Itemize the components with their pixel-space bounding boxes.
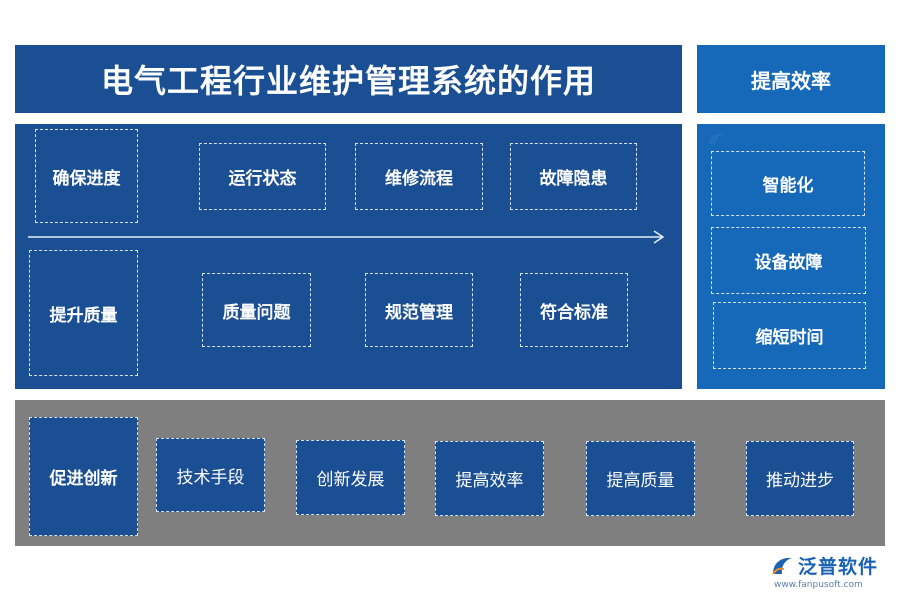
bottom-item-box: 技术手段 (156, 438, 265, 512)
diagram-title: 电气工程行业维护管理系统的作用 (100, 62, 596, 100)
bottom-label-box: 促进创新 (29, 417, 138, 536)
side-item-box: 智能化 (711, 151, 865, 216)
row1-item-box: 故障隐患 (510, 143, 637, 210)
bottom-item-box: 提高质量 (586, 441, 695, 516)
logo-url: www.fanpusoft.com (774, 580, 863, 590)
row2-item-box: 规范管理 (365, 273, 473, 347)
bottom-item-box: 提高效率 (435, 441, 544, 516)
side-item-box: 设备故障 (711, 227, 866, 294)
row1-item-box: 维修流程 (355, 143, 483, 210)
brand-logo: 泛普软件 www.fanpusoft.com (770, 552, 892, 596)
bottom-item-box: 创新发展 (296, 440, 405, 515)
side-item-box: 缩短时间 (713, 302, 866, 369)
bottom-item-box: 推动进步 (746, 441, 854, 516)
logo-icon (772, 557, 792, 575)
row2-label-box: 提升质量 (29, 250, 138, 376)
logo-name: 泛普软件 (798, 556, 879, 578)
side-header: 提高效率 (697, 45, 885, 113)
title-bar (15, 45, 682, 113)
flow-arrow (28, 230, 665, 244)
row1-label-box: 确保进度 (35, 129, 138, 223)
main-panel (15, 124, 682, 389)
row1-item-box: 运行状态 (199, 143, 326, 210)
row2-item-box: 符合标准 (520, 273, 628, 347)
side-panel (697, 124, 885, 389)
row2-item-box: 质量问题 (202, 273, 311, 347)
watermark-logo (707, 132, 827, 152)
